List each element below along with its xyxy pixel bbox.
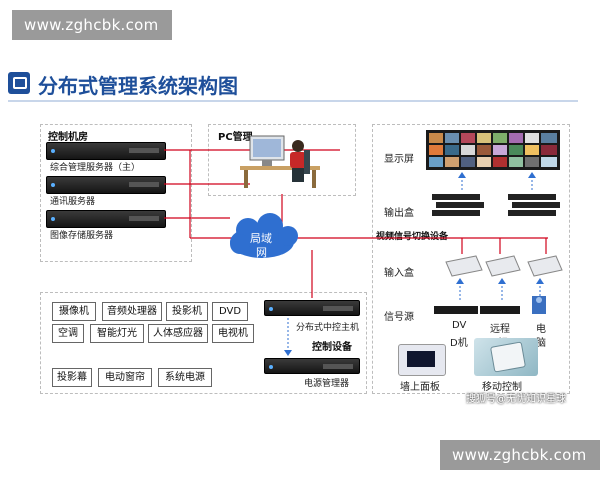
display-label: 显示屏: [384, 154, 414, 165]
central-control-host: [264, 300, 360, 316]
server-comm: [46, 176, 166, 194]
device-ac: 空调: [52, 324, 84, 343]
server-comm-label: 通讯服务器: [50, 197, 96, 207]
watermark-top: www.zghcbk.com: [12, 10, 172, 40]
source-pc: 电: [536, 324, 546, 335]
lan-label-line2: 网: [256, 246, 267, 259]
source-dv-2: D机: [450, 338, 468, 349]
mobile-control-label: 移动控制: [482, 382, 522, 393]
device-screen: 投影幕: [52, 368, 92, 387]
server-image: [46, 210, 166, 228]
device-camera: 摄像机: [52, 302, 96, 321]
device-lighting: 智能灯光: [90, 324, 144, 343]
source-remote: 远程: [490, 324, 510, 335]
sohu-watermark: 搜狐号@无忧知识星球: [466, 394, 566, 405]
title-underline: [8, 100, 578, 102]
power-manager: [264, 358, 360, 374]
wall-panel-device: [398, 344, 446, 376]
server-main: [46, 142, 166, 160]
device-dvd: DVD: [212, 302, 248, 321]
device-audio: 音频处理器: [102, 302, 162, 321]
control-room-title: 控制机房: [48, 132, 88, 143]
lan-label-line1: 局域: [250, 232, 272, 245]
input-label: 输入盒: [384, 268, 414, 279]
page-title: 分布式管理系统架构图: [38, 74, 238, 98]
central-control-host-label: 分布式中控主机: [296, 323, 360, 333]
source-dv: DV: [452, 320, 467, 331]
device-power: 系统电源: [158, 368, 212, 387]
device-tv: 电视机: [212, 324, 254, 343]
diagram-icon: [8, 72, 30, 94]
watermark-bottom: www.zghcbk.com: [440, 440, 600, 470]
control-equipment-title: 控制设备: [312, 342, 352, 353]
device-sensor: 人体感应器: [148, 324, 208, 343]
output-label: 输出盒: [384, 208, 414, 219]
mobile-control-device: [474, 338, 538, 376]
wall-panel-label: 墙上面板: [400, 382, 440, 393]
device-curtain: 电动窗帘: [98, 368, 152, 387]
source-pc-2: 脑: [536, 338, 546, 349]
power-manager-label: 电源管理器: [304, 379, 350, 389]
server-main-label: 综合管理服务器（主）: [50, 163, 141, 173]
switch-label: 视频信号切换设备: [376, 232, 449, 242]
source-label: 信号源: [384, 312, 414, 323]
server-image-label: 图像存储服务器: [50, 231, 114, 241]
pc-title: PC管理: [218, 132, 253, 143]
device-projector: 投影机: [166, 302, 208, 321]
